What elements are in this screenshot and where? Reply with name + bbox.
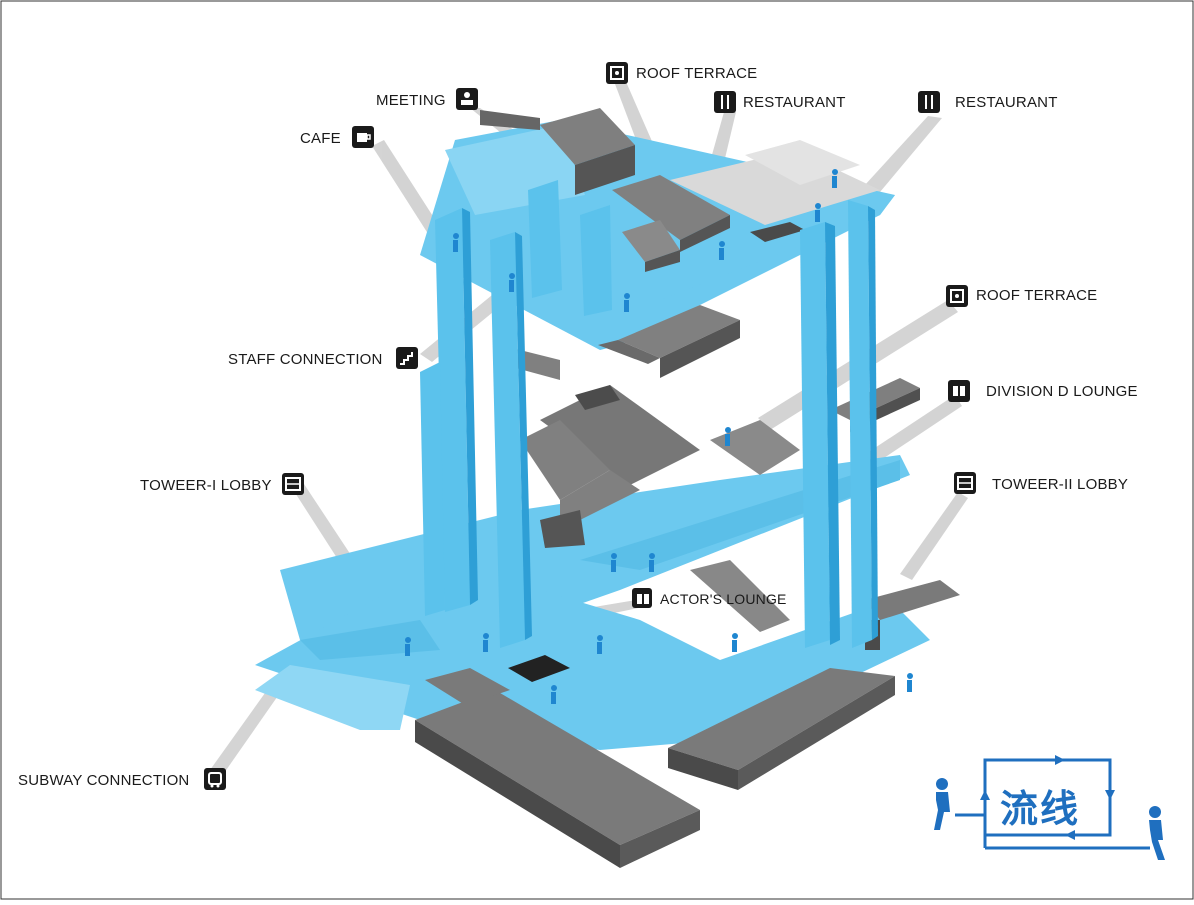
label-staff-connection: STAFF CONNECTION [228,351,383,368]
label-actors-lounge: ACTOR'S LOUNGE [660,591,787,607]
tower-1-lobby-icon [282,473,304,495]
person-4 [624,293,630,312]
leader-restaurant-2 [864,116,942,192]
upper-blocks [480,108,805,378]
person-5 [509,273,515,292]
person-12 [551,685,557,704]
label-cafe: CAFE [300,130,341,147]
legend-person-right [1149,806,1165,860]
label-meeting: MEETING [376,92,446,109]
tower-2-lobby-icon [954,472,976,494]
legend-title: 流线 [1000,787,1081,831]
cafe-icon [352,126,374,148]
label-subway-connection: SUBWAY CONNECTION [18,772,190,789]
label-division-d-lounge: DIVISION D LOUNGE [986,383,1138,400]
person-8 [649,553,655,572]
leader-cafe [372,140,445,240]
people [405,169,913,704]
division-d-lounge-icon [948,380,970,402]
subway-connection-icon [204,768,226,790]
person-13 [732,633,738,652]
person-14 [907,673,913,692]
label-roof-terrace-top: ROOF TERRACE [636,65,758,82]
ground-blocks [415,580,960,868]
meeting-icon [456,88,478,110]
person-6 [725,427,731,446]
legend-arrows [980,755,1115,840]
leader-subway [210,686,282,776]
person-7 [611,553,617,572]
person-10 [483,633,489,652]
restaurant-2-icon [918,91,940,113]
person-11 [597,635,603,654]
person-2 [815,203,821,222]
legend-person-left [934,778,950,830]
roof-terrace-mid-icon [946,285,968,307]
actors-lounge-icon [632,588,652,608]
label-roof-terrace-mid: ROOF TERRACE [976,287,1098,304]
leader-tower2 [900,492,968,580]
roof-terrace-top-icon [606,62,628,84]
vertical-cores [420,180,878,648]
label-restaurant-2: RESTAURANT [955,94,1058,111]
label-restaurant-1: RESTAURANT [743,94,846,111]
person-9 [405,637,411,656]
label-tower-2-lobby: TOWEER-II LOBBY [992,476,1129,493]
person-15 [453,233,459,252]
restaurant-1-icon [714,91,736,113]
label-tower-1-lobby: TOWEER-I LOBBY [140,477,272,494]
person-3 [719,241,725,260]
staff-connection-icon [396,347,418,369]
person-1 [832,169,838,188]
